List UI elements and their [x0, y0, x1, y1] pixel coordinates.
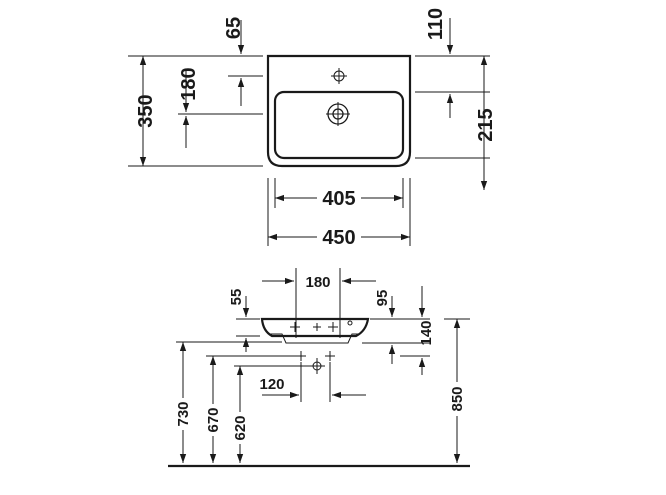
dim-65-label: 65 — [223, 17, 245, 39]
dim-215-label: 215 — [475, 108, 497, 141]
dim-450-label: 450 — [322, 227, 355, 249]
basin-bowl — [273, 90, 405, 160]
dim-620-label: 620 — [232, 415, 249, 440]
dim-110-label: 110 — [425, 8, 447, 40]
dim-670-label: 670 — [205, 407, 222, 432]
side-dim-180-label: 180 — [305, 274, 330, 291]
drain — [326, 102, 350, 126]
dim-180-label: 180 — [178, 67, 200, 100]
left-extension-lines — [128, 55, 263, 167]
basin-front-profile — [260, 317, 370, 338]
side-view: 180 55 95 140 — [168, 268, 470, 468]
dim-730-label: 730 — [175, 401, 192, 426]
top-view: 350 180 65 110 215 405 450 — [128, 8, 497, 249]
fitting-symbols — [290, 320, 353, 374]
dim-405-label: 405 — [322, 188, 355, 210]
basin-outline — [266, 54, 412, 168]
right-extension-lines — [415, 55, 490, 159]
dim-120-label: 120 — [259, 376, 284, 393]
dim-55-label: 55 — [228, 289, 245, 306]
dim-350-label: 350 — [135, 94, 157, 127]
tap-hole — [331, 68, 347, 84]
dim-850-label: 850 — [449, 386, 466, 411]
dim-95-label: 95 — [374, 290, 391, 307]
dim-140-label: 140 — [418, 320, 435, 345]
